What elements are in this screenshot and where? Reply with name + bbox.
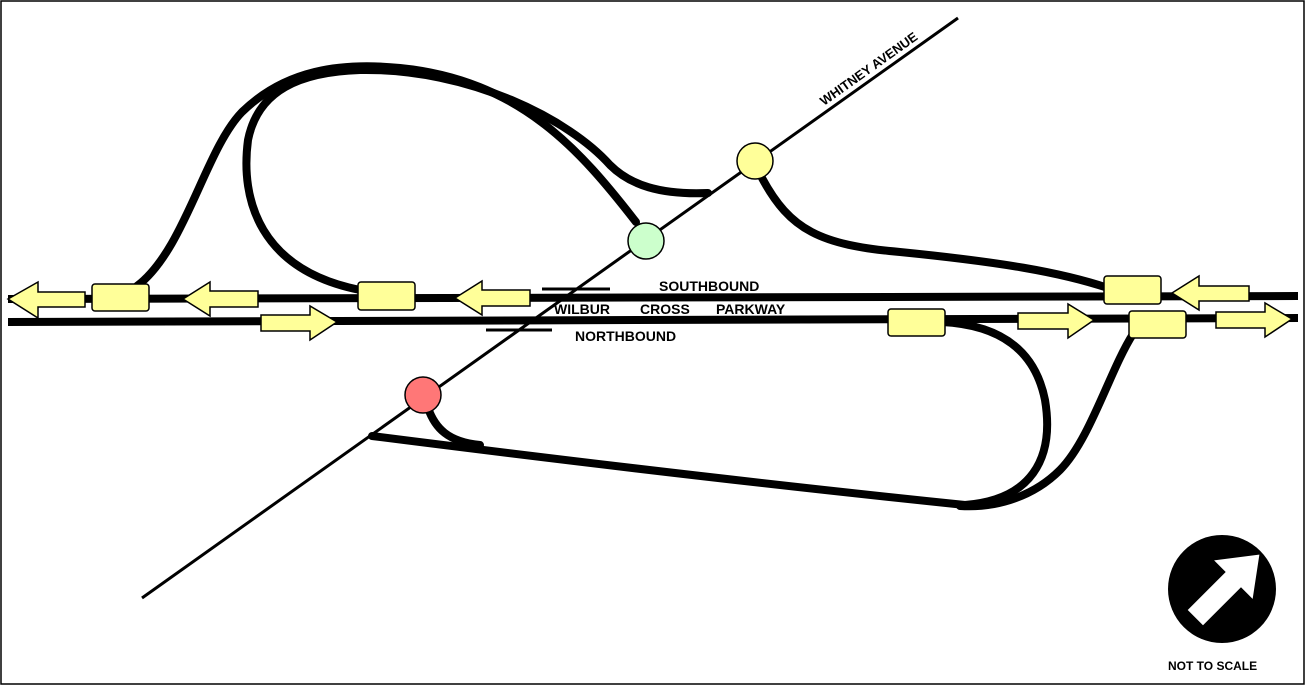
arrow-east-2-icon [1017,302,1096,340]
label-whitney-avenue: WHITNEY AVENUE [817,29,921,109]
label-parkway-word-2: CROSS [640,301,690,317]
ramp-east-upper [758,174,1112,292]
signal-green [627,222,665,260]
arrow-west-3-icon [453,279,531,317]
ramp-outer-west-loop [133,62,640,290]
ramp-box-east-sb [1103,275,1162,305]
arrow-east-1-icon [260,304,339,342]
ramp-box-east-nb-left [887,308,946,337]
ramp-box-east-nb-right [1128,310,1187,339]
ramp-east-outer [956,330,1137,511]
label-northbound: NORTHBOUND [575,328,676,344]
arrow-west-2-icon [181,280,259,318]
whitney-avenue-road [141,16,959,600]
arrow-west-1-icon [6,280,86,320]
ramp-east-loop [368,318,1052,510]
signal-red [404,376,442,414]
arrow-west-4-icon [1170,274,1250,312]
ramp-box-west-inner [357,281,416,311]
arrow-east-3-icon [1215,301,1294,339]
ramp-inner-west-loop [242,65,712,294]
label-parkway-word-3: PARKWAY [716,301,786,317]
north-arrow-icon [1168,535,1276,643]
label-southbound: SOUTHBOUND [659,278,759,294]
signal-yellow [736,142,774,180]
ramp-box-west-outer [91,283,150,312]
ramp-red-signal-curl [424,404,484,449]
label-parkway-word-1: WILBUR [554,301,610,317]
parkway-northbound-lane [7,314,1299,326]
label-not-to-scale: NOT TO SCALE [1168,659,1257,673]
